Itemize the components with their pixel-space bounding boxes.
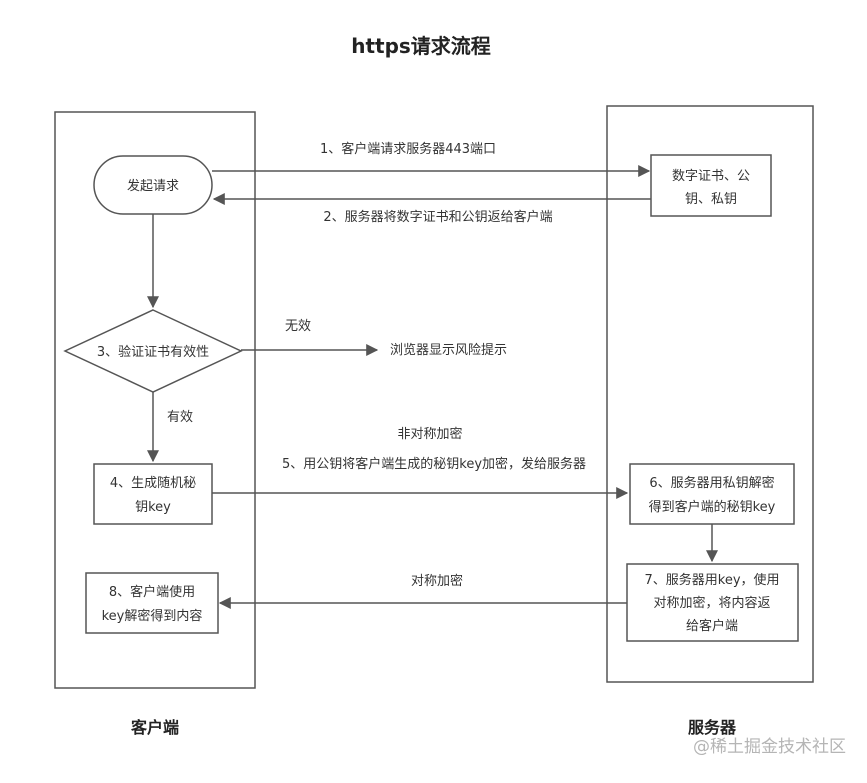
edge-symmetric-label: 对称加密 bbox=[411, 573, 463, 589]
client-decrypt-label-line1: 8、客户端使用 bbox=[109, 584, 195, 600]
edge-asymmetric-label: 非对称加密 bbox=[397, 426, 462, 442]
edge-request-443-label: 1、客户端请求服务器443端口 bbox=[320, 141, 496, 157]
server-keys-label-line1: 数字证书、公 bbox=[672, 169, 750, 184]
edge-valid-label: 有效 bbox=[167, 410, 193, 425]
verify-decision-label: 3、验证证书有效性 bbox=[97, 344, 209, 360]
server-lane bbox=[606, 105, 814, 683]
gen-key-node bbox=[93, 463, 213, 525]
decrypt-node bbox=[629, 463, 795, 525]
decrypt-label-line1: 6、服务器用私钥解密 bbox=[649, 475, 774, 491]
client-lane bbox=[54, 111, 256, 689]
diagram-title: https请求流程 bbox=[351, 34, 491, 58]
server-encrypt-label-line1: 7、服务器用key，使用 bbox=[644, 572, 779, 588]
browser-warning-label: 浏览器显示风险提示 bbox=[390, 342, 507, 358]
server-encrypt-label-line3: 给客户端 bbox=[686, 618, 738, 634]
start-node-label: 发起请求 bbox=[127, 178, 179, 194]
server-lane-label: 服务器 bbox=[688, 718, 737, 737]
edge-invalid-label: 无效 bbox=[285, 319, 311, 334]
client-decrypt-node bbox=[85, 572, 219, 634]
edge-return-cert-label: 2、服务器将数字证书和公钥返给客户端 bbox=[323, 209, 552, 225]
server-keys-label-line2: 钥、私钥 bbox=[685, 192, 737, 207]
edge-send-key-label: 5、用公钥将客户端生成的秘钥key加密，发给服务器 bbox=[282, 456, 586, 472]
server-keys-node bbox=[650, 154, 772, 217]
decrypt-label-line2: 得到客户端的秘钥key bbox=[649, 499, 776, 515]
client-lane-label: 客户端 bbox=[131, 718, 179, 737]
server-encrypt-label-line2: 对称加密，将内容返 bbox=[653, 595, 770, 611]
client-decrypt-label-line2: key解密得到内容 bbox=[102, 608, 203, 624]
gen-key-label-line1: 4、生成随机秘 bbox=[110, 476, 196, 491]
watermark-text: @稀土掘金技术社区 bbox=[693, 737, 846, 757]
gen-key-label-line2: 钥key bbox=[135, 500, 171, 515]
